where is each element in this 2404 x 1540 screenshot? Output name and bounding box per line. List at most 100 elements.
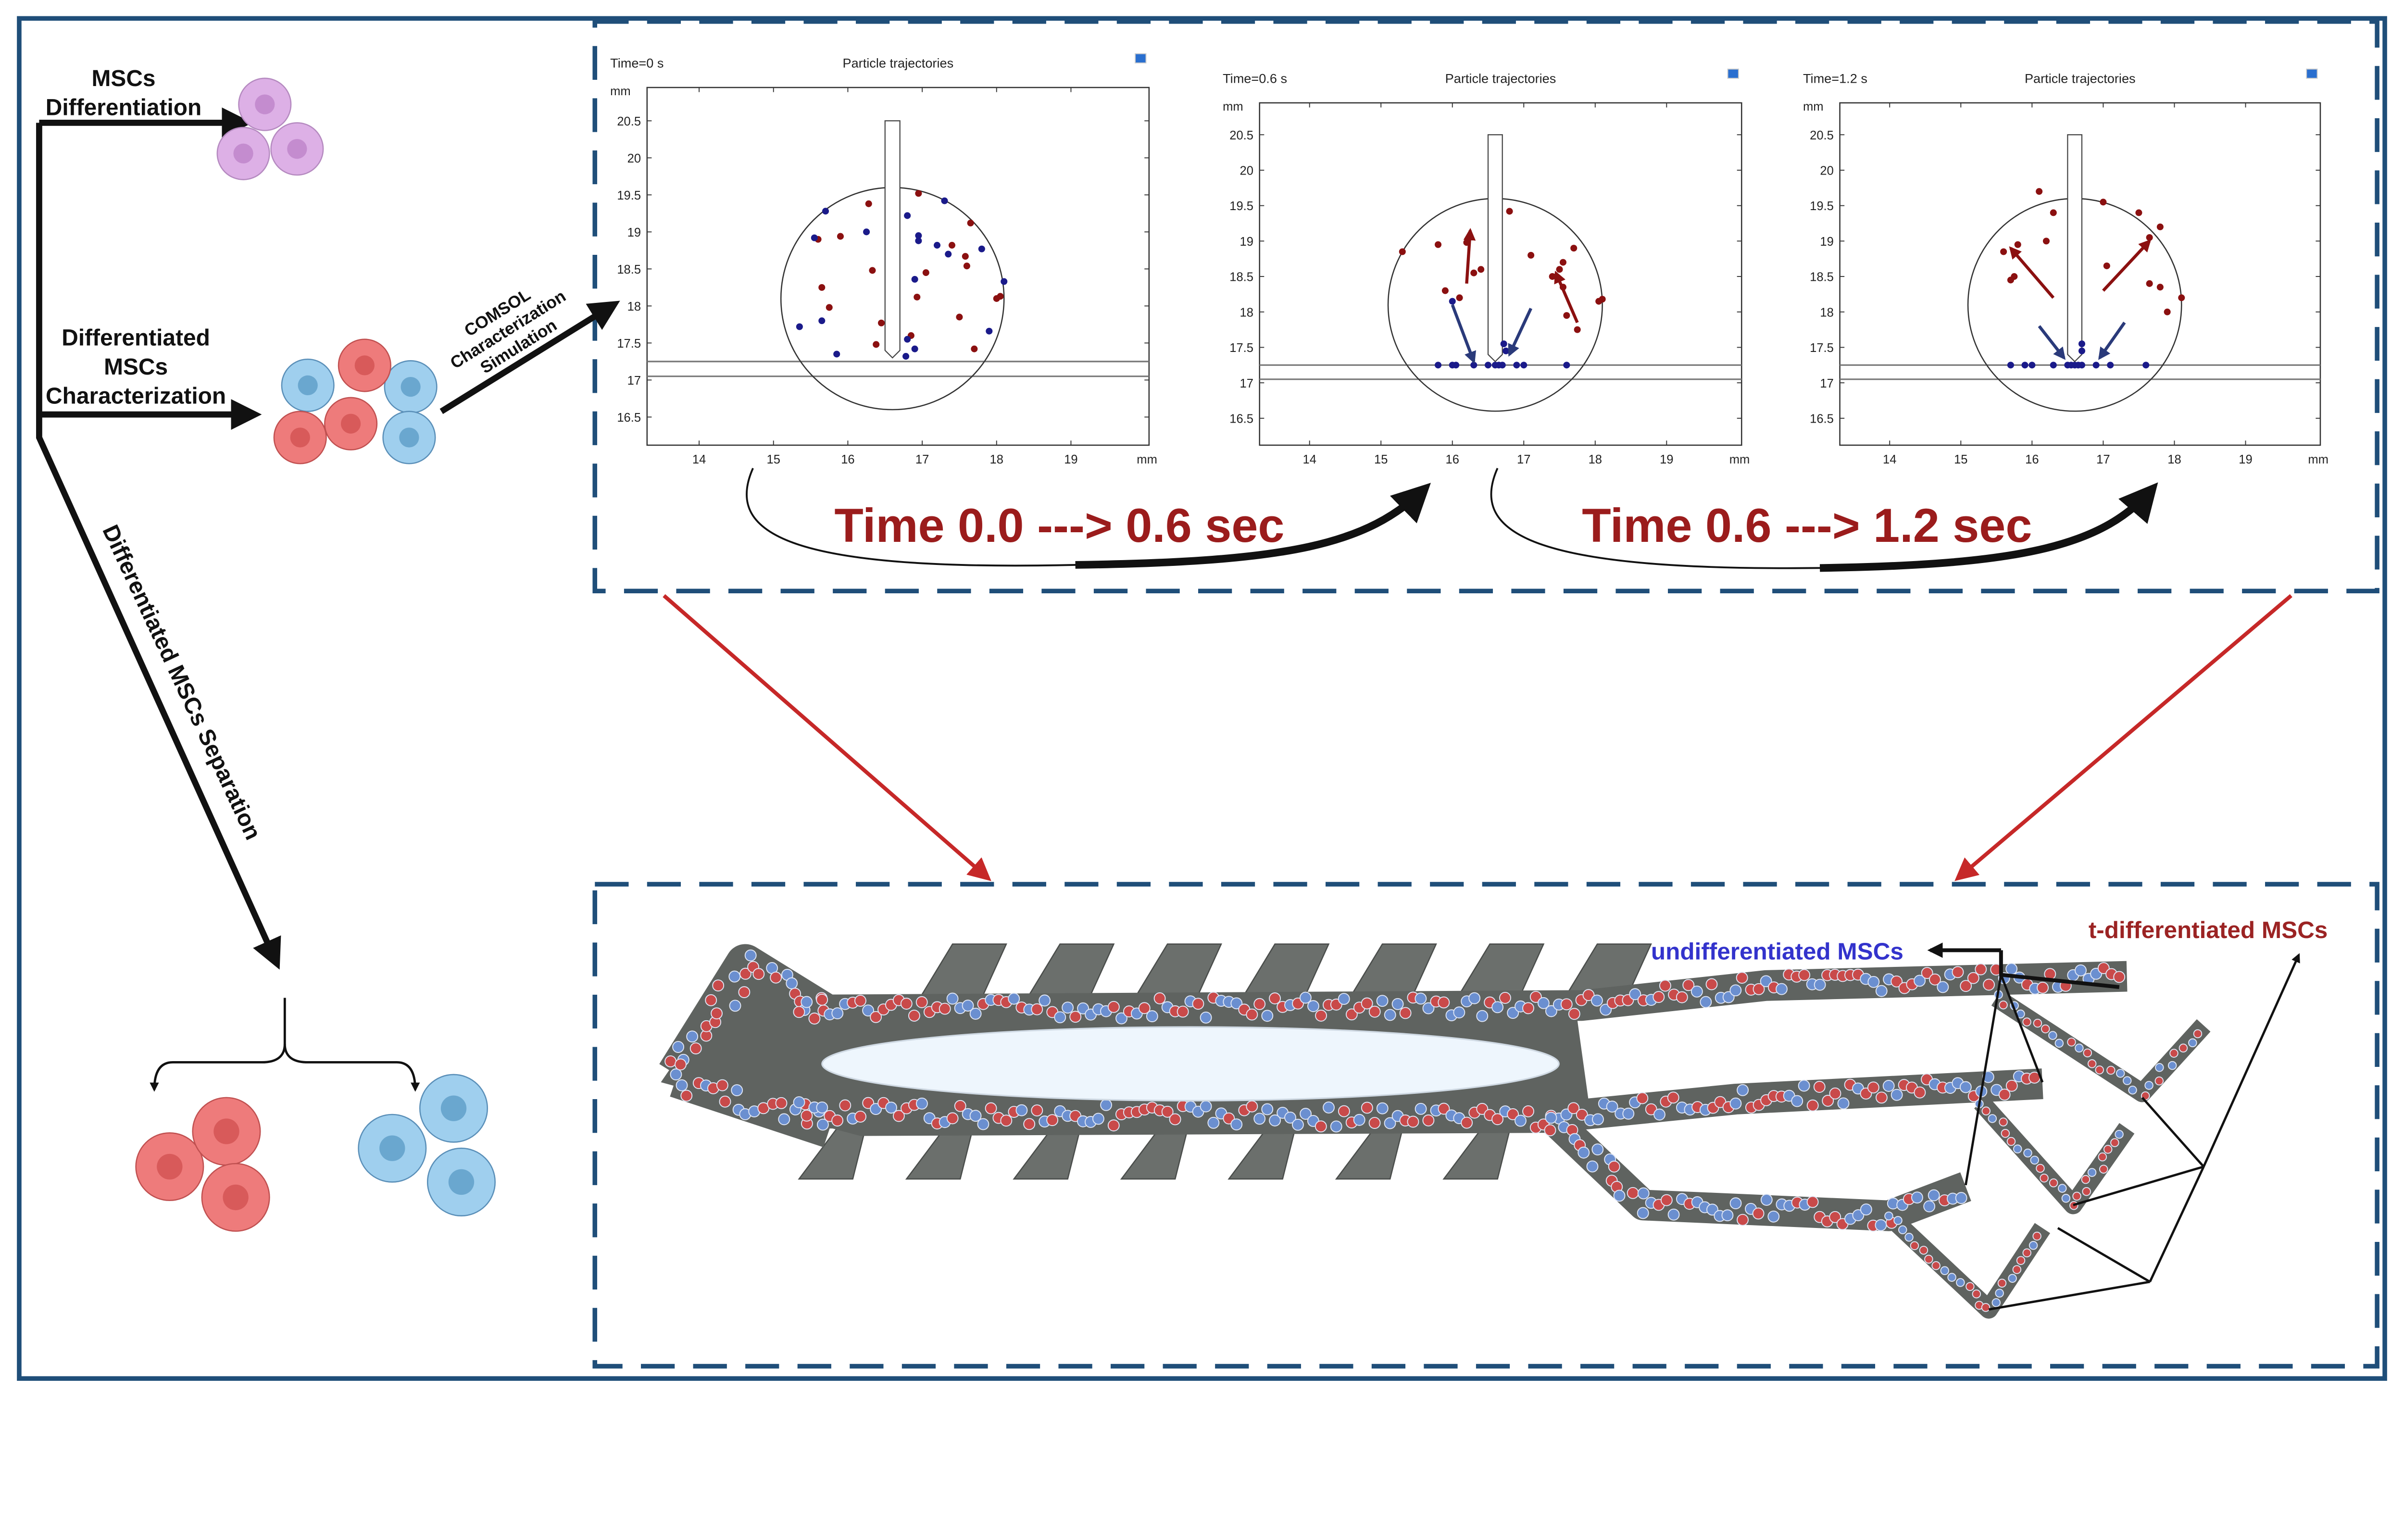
cell-particle-red: [946, 1112, 959, 1125]
particle-blue: [2021, 362, 2028, 369]
particle-blue: [902, 353, 910, 360]
cell-particle-red: [1660, 1194, 1673, 1206]
cell-particle-red: [1999, 1117, 2008, 1127]
y-tick-label: 18.5: [617, 263, 641, 276]
cell-particle-blue: [1230, 997, 1243, 1010]
step1-line1: MSCs: [92, 66, 156, 91]
cell-particle-red: [1560, 998, 1573, 1011]
cell-particle-blue: [1592, 1113, 1604, 1126]
cell-particle-blue: [2061, 1194, 2071, 1203]
comsol-icon: [1727, 68, 1739, 79]
cell-particle-blue: [1760, 1193, 1773, 1206]
cell-particle-blue: [2075, 964, 2087, 977]
comsol-icon: [2306, 68, 2318, 79]
particle-red: [865, 200, 872, 207]
cell-particle-red: [1461, 1116, 1473, 1129]
step2-line2: MSCs: [104, 354, 168, 380]
cell-particle-blue: [1146, 1010, 1158, 1023]
cell-particle-red: [1069, 1011, 1082, 1023]
cell-particle-red: [1568, 1008, 1580, 1020]
cell-particle-red: [2082, 1187, 2091, 1196]
cell-particle-blue: [1729, 1197, 1742, 1210]
cell-red-nucleus: [290, 427, 310, 448]
cell-particle-blue: [2128, 1085, 2137, 1095]
cell-particle-red: [770, 971, 782, 984]
cell-particle-blue: [1261, 1103, 1274, 1115]
cell-particle-blue: [1956, 1278, 1965, 1287]
cell-particle-red: [1253, 998, 1266, 1010]
particle-red: [1456, 294, 1463, 301]
y-tick-label: 19: [1240, 235, 1253, 249]
particle-red: [1563, 312, 1570, 319]
cell-particle-red: [1246, 1008, 1258, 1021]
cell-particle-blue: [1798, 1079, 1810, 1092]
step1-line2: Differentiation: [46, 95, 202, 120]
trajectory-arrow-blue: [2038, 325, 2066, 360]
step3-label: Differentiated MSCs Separation: [97, 521, 265, 844]
cell-particle-blue: [1995, 1289, 2004, 1298]
cell-particle-red: [1966, 1282, 1975, 1291]
x-tick-label: 16: [1446, 453, 1459, 466]
cell-particle-blue: [816, 1102, 828, 1114]
cell-particle-red: [2081, 1175, 2091, 1184]
transition-arrow-2-head: [1819, 482, 2158, 572]
cell-particle-red: [1315, 1120, 1327, 1133]
cell-particle-red: [2103, 1145, 2113, 1154]
cell-blue-nucleus: [399, 427, 419, 448]
particle-blue: [833, 351, 840, 358]
cell-particle-blue: [1928, 1189, 1940, 1202]
y-tick-label: 17.5: [1229, 341, 1253, 355]
cell-particle-blue: [1115, 1012, 1127, 1025]
cell-particle-red: [2001, 1129, 2010, 1138]
particle-red: [2014, 241, 2021, 248]
cell-particle-blue: [1261, 1010, 1274, 1022]
cell-particle-blue: [1338, 993, 1350, 1005]
cell-particle-red: [2110, 1138, 2119, 1147]
cell-particle-red: [1107, 1001, 1120, 1013]
cell-particle-blue: [1515, 1114, 1527, 1127]
fin-top: [1243, 943, 1330, 996]
cell-particle-red: [808, 1012, 821, 1025]
cell-particle-red: [2067, 1038, 2076, 1047]
fin-top: [1028, 943, 1115, 996]
cell-particle-blue: [1882, 1080, 1895, 1092]
cell-particle-red: [1659, 979, 1671, 992]
cell-particle-blue: [2115, 1129, 2124, 1139]
cell-particle-red: [816, 993, 828, 1006]
time-label: Time=1.2 s: [1803, 71, 1867, 86]
cell-particle-red: [1737, 1214, 1749, 1226]
cell-particle-red: [1929, 973, 1941, 986]
particle-blue: [1499, 362, 1506, 369]
cell-particle-blue: [1353, 1114, 1365, 1126]
cell-particle-blue: [1590, 994, 1603, 1007]
arrow-simulation: [439, 300, 620, 414]
cell-group: [135, 77, 496, 1232]
particle-red: [2011, 273, 2018, 280]
cell-particle-red: [954, 1100, 966, 1112]
cell-particle-blue: [1991, 1298, 2001, 1307]
x-tick-label: 19: [1064, 453, 1077, 466]
cell-particle-red: [1161, 1105, 1174, 1118]
trajectory-arrow-blue: [1451, 304, 1477, 364]
y-tick-label: 17: [1820, 377, 1833, 390]
cell-particle-blue: [1884, 1211, 1893, 1221]
separation-brace-right: [283, 1044, 420, 1092]
cell-particle-red: [1522, 1105, 1534, 1117]
cell-particle-blue: [686, 1030, 699, 1043]
x-tick-label: 15: [1954, 453, 1967, 466]
particle-red: [1570, 245, 1578, 252]
cell-particle-blue: [1586, 1160, 1599, 1173]
cell-particle-red: [2106, 1065, 2116, 1075]
particle-red: [1549, 273, 1556, 280]
cell-particle-red: [2032, 1231, 2041, 1241]
device-panel: [592, 882, 2379, 1369]
particle-red: [962, 253, 969, 260]
cell-particle-blue: [1092, 1113, 1104, 1125]
cell-particle-red: [1972, 1289, 1981, 1299]
cell-particle-red: [1368, 1117, 1381, 1129]
cell-particle-red: [1368, 1005, 1381, 1018]
cell-particle-red: [1107, 1119, 1120, 1132]
x-tick-label: 14: [692, 453, 706, 466]
cell-particle-red: [1338, 1105, 1350, 1117]
cell-particle-red: [1931, 1261, 1941, 1270]
